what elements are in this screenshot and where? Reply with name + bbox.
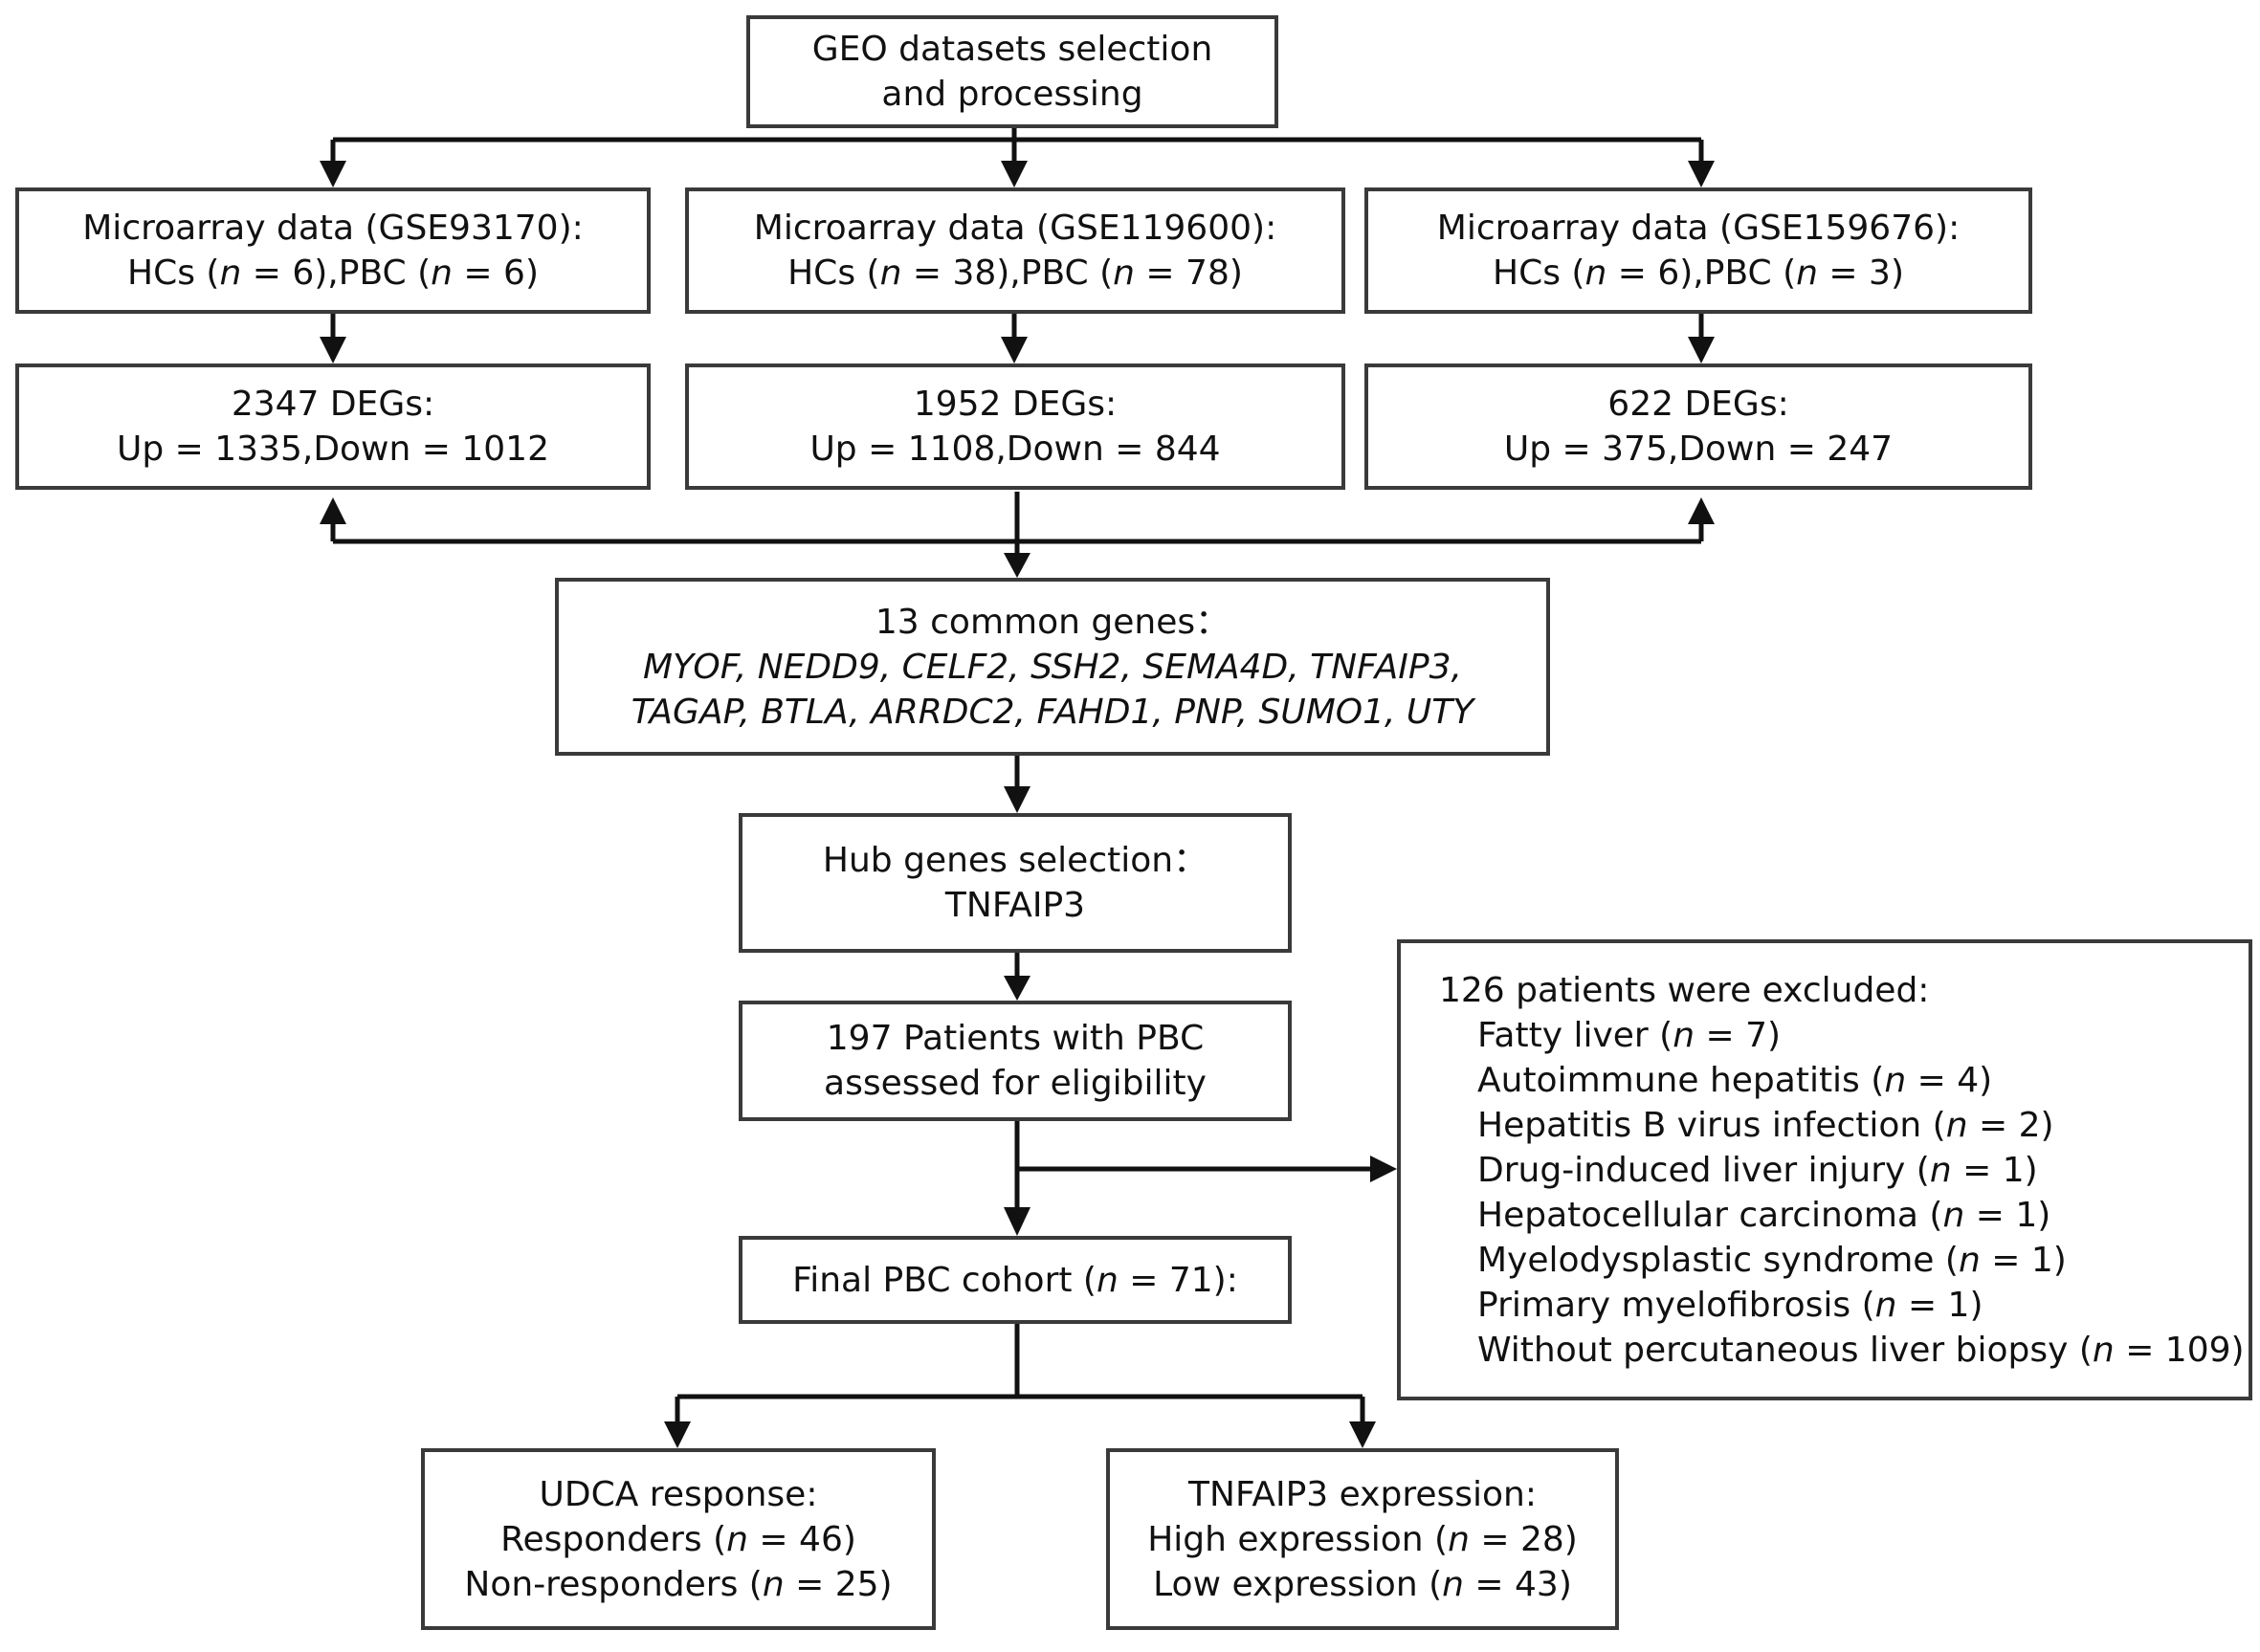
node-udca-response: UDCA response: Responders (n = 46) Non-r… [421, 1448, 936, 1630]
tnf-line3: Low expression (n = 43) [1153, 1564, 1572, 1604]
node-final-cohort: Final PBC cohort (n = 71): [739, 1236, 1292, 1324]
hub-line2: TNFAIP3 [944, 886, 1086, 925]
ma1-line2: HCs (n = 6),PBC (n = 6) [127, 253, 539, 293]
arrowhead-final [1004, 1207, 1030, 1236]
node-degs-3: 622 DEGs: Up = 375,Down = 247 [1364, 363, 2032, 490]
deg1-line1: 2347 DEGs: [231, 385, 435, 424]
arrowhead-ma2 [1001, 161, 1028, 187]
arrowhead-ma3 [1688, 161, 1715, 187]
excluded-item: Myelodysplastic syndrome (n = 1) [1477, 1241, 2067, 1280]
node-geo-selection: GEO datasets selection and processing [746, 15, 1278, 128]
udca-line3: Non-responders (n = 25) [464, 1564, 893, 1604]
arrowhead-ma1 [320, 161, 346, 187]
node-assessed: 197 Patients with PBC assessed for eligi… [739, 1001, 1292, 1121]
ma2-line2: HCs (n = 38),PBC (n = 78) [787, 253, 1243, 293]
ma1-line1: Microarray data (GSE93170): [82, 209, 584, 248]
udca-line1: UDCA response: [539, 1474, 818, 1514]
common-line2: MYOF, NEDD9, CELF2, SSH2, SEMA4D, TNFAIP… [643, 647, 1462, 687]
node-microarray-gse93170: Microarray data (GSE93170): HCs (n = 6),… [15, 187, 651, 314]
assess-line2: assessed for eligibility [824, 1064, 1207, 1103]
arrowhead-deg1 [320, 337, 346, 363]
common-line1: 13 common genes： [875, 602, 1230, 642]
node-microarray-gse159676: Microarray data (GSE159676): HCs (n = 6)… [1364, 187, 2032, 314]
arrowhead-assess [1004, 976, 1030, 1001]
node-microarray-gse119600: Microarray data (GSE119600): HCs (n = 38… [685, 187, 1345, 314]
node-degs-1: 2347 DEGs: Up = 1335,Down = 1012 [15, 363, 651, 490]
deg3-line1: 622 DEGs: [1607, 385, 1789, 424]
arrowhead-up-deg3 [1688, 497, 1715, 524]
arrowhead-deg3 [1688, 337, 1715, 363]
node-excluded: 126 patients were excluded: Fatty liver … [1397, 939, 2252, 1400]
deg2-line1: 1952 DEGs: [913, 385, 1118, 424]
arrowhead-up-deg1 [320, 497, 346, 524]
final-line1: Final PBC cohort (n = 71): [792, 1260, 1238, 1300]
excluded-item: Without percutaneous liver biopsy (n = 1… [1477, 1331, 2245, 1370]
excluded-item: Drug-induced liver injury (n = 1) [1477, 1151, 2038, 1190]
deg2-line2: Up = 1108,Down = 844 [809, 430, 1221, 469]
excluded-item: Primary myelofibrosis (n = 1) [1477, 1286, 1983, 1325]
ma3-line1: Microarray data (GSE159676): [1436, 209, 1961, 248]
udca-line2: Responders (n = 46) [500, 1519, 856, 1559]
deg3-line2: Up = 375,Down = 247 [1503, 430, 1894, 469]
node-common-genes: 13 common genes： MYOF, NEDD9, CELF2, SSH… [555, 578, 1550, 756]
assess-line1: 197 Patients with PBC [826, 1019, 1205, 1058]
node-degs-2: 1952 DEGs: Up = 1108,Down = 844 [685, 363, 1345, 490]
arrowhead-deg2 [1001, 337, 1028, 363]
excluded-item: Fatty liver (n = 7) [1477, 1016, 1782, 1055]
arrowhead-common [1004, 553, 1030, 578]
ma3-line2: HCs (n = 6),PBC (n = 3) [1493, 253, 1904, 293]
node-tnfaip3-expression: TNFAIP3 expression: High expression (n =… [1106, 1448, 1619, 1630]
hub-line1: Hub genes selection： [822, 841, 1208, 880]
ma2-line1: Microarray data (GSE119600): [753, 209, 1277, 248]
arrowhead-hub [1004, 786, 1030, 813]
excluded-item: Hepatocellular carcinoma (n = 1) [1477, 1196, 2051, 1235]
arrowhead-excluded [1370, 1156, 1397, 1182]
deg1-line2: Up = 1335,Down = 1012 [117, 430, 549, 469]
geo-line2: and processing [881, 75, 1143, 114]
common-line3: TAGAP, BTLA, ARRDC2, FAHD1, PNP, SUMO1, … [631, 692, 1474, 732]
excluded-item: Hepatitis B virus infection (n = 2) [1477, 1106, 2054, 1145]
excluded-item: Autoimmune hepatitis (n = 4) [1477, 1061, 1993, 1100]
arrowhead-udca [664, 1421, 691, 1448]
tnf-line1: TNFAIP3 expression: [1188, 1474, 1537, 1514]
arrowhead-tnf [1349, 1421, 1376, 1448]
geo-line1: GEO datasets selection [811, 30, 1213, 69]
excluded-title: 126 patients were excluded: [1439, 971, 1930, 1010]
node-hub-genes: Hub genes selection： TNFAIP3 [739, 813, 1292, 953]
tnf-line2: High expression (n = 28) [1147, 1519, 1578, 1559]
